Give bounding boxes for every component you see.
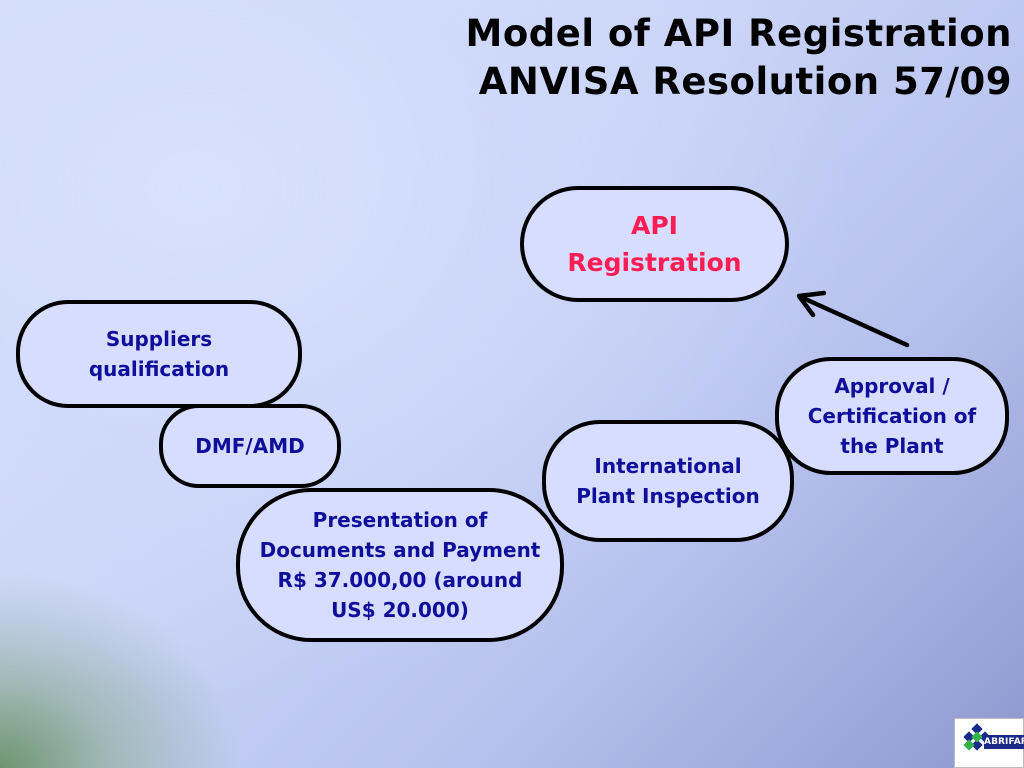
api-registration-line-2: Registration [567, 248, 742, 277]
suppliers-qualification-node: Suppliers qualification [16, 300, 302, 408]
approval-line-2: Certification of [807, 404, 977, 428]
approval-line-1: Approval / [834, 374, 950, 398]
arrow-head [796, 290, 827, 318]
presentation-line-1: Presentation of [312, 508, 488, 532]
title-line-2: ANVISA Resolution 57/09 [478, 60, 1012, 103]
title-line-1: Model of API Registration [465, 12, 1012, 55]
suppliers-qualification-line-2: qualification [88, 357, 230, 381]
api-registration-line-1: API [631, 211, 678, 240]
international-inspection-node: International Plant Inspection [542, 420, 794, 542]
international-inspection-line-2: Plant Inspection [576, 484, 760, 508]
abrifar-logo-text: ABRIFAR [984, 735, 1024, 749]
dmf-amd-node: DMF/AMD [159, 404, 341, 488]
abrifar-logo: ABRIFAR [954, 718, 1024, 768]
dmf-amd-line-1: DMF/AMD [195, 434, 305, 458]
presentation-line-2: Documents and Payment [259, 538, 541, 562]
approval-to-api-arrow [796, 290, 910, 348]
presentation-line-3: R$ 37.000,00 (around [277, 568, 523, 592]
presentation-line-4: US$ 20.000) [331, 598, 469, 622]
approval-line-3: the Plant [840, 434, 944, 458]
suppliers-qualification-line-1: Suppliers [105, 327, 213, 351]
slide-title: Model of API Registration ANVISA Resolut… [372, 10, 1012, 106]
international-inspection-line-1: International [594, 454, 742, 478]
arrow-shaft [800, 295, 910, 348]
api-registration-node: API Registration [520, 186, 789, 302]
presentation-node: Presentation of Documents and Payment R$… [236, 488, 564, 642]
approval-node: Approval / Certification of the Plant [775, 357, 1009, 475]
